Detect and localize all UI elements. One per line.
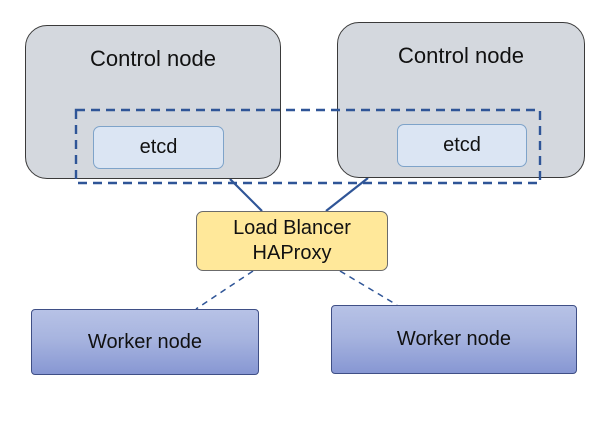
control-node-2-label: Control node (398, 43, 524, 68)
worker-node-1-label: Worker node (87, 330, 203, 353)
load-balancer-to-worker-node-1-link (195, 270, 254, 310)
control-node-1-to-load-balancer-link (229, 178, 263, 212)
worker-node-2-label: Worker node (396, 328, 512, 350)
control-node-1-label: Control node (90, 46, 216, 71)
worker-node-2: Worker node (331, 305, 577, 374)
etcd-node-2: etcd (397, 124, 527, 167)
load-balancer-subtitle: HAProxy (252, 242, 332, 264)
load-balancer-title: Load Blancer (233, 217, 351, 239)
etcd-node-2-label: etcd (443, 134, 481, 156)
load-balancer: Load Blancer HAProxy (196, 211, 388, 271)
control-node-2-to-load-balancer-link (325, 177, 369, 212)
etcd-node-1: etcd (93, 126, 224, 169)
worker-node-1: Worker node (31, 309, 259, 375)
load-balancer-to-worker-node-2-link (339, 270, 398, 306)
etcd-node-1-label: etcd (139, 136, 178, 158)
